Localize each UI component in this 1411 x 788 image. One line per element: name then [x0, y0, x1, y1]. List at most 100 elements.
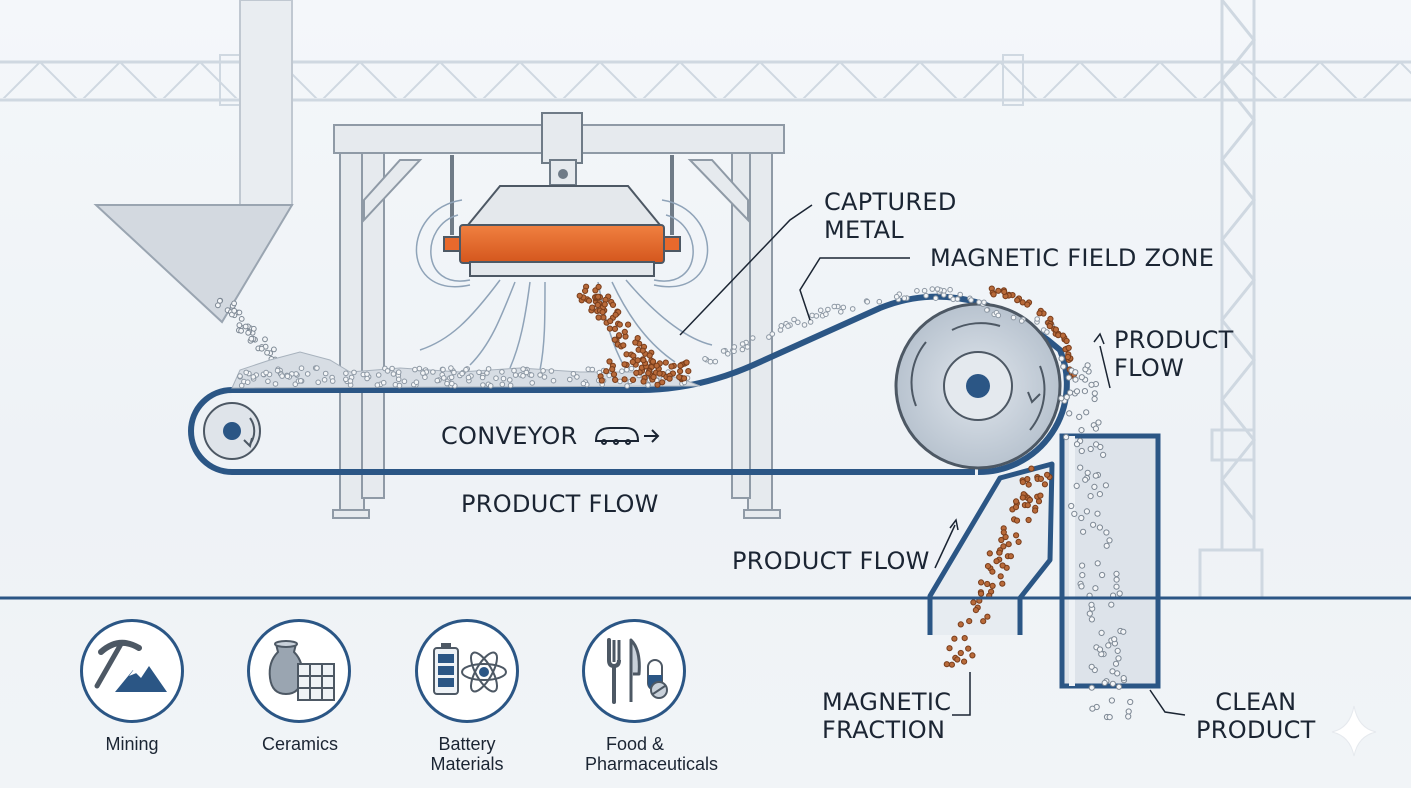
clean-particle: [1073, 441, 1081, 448]
metal-particle: [616, 321, 623, 328]
metal-particle: [1037, 492, 1044, 499]
metal-particle: [650, 373, 657, 381]
bed-particle: [465, 374, 472, 381]
clean-particle: [1120, 675, 1127, 682]
bed-particle: [923, 292, 929, 299]
clean-particle: [1079, 572, 1086, 579]
bed-particle: [449, 380, 455, 387]
metal-particle: [1005, 541, 1012, 548]
bed-particle: [343, 370, 349, 377]
bed-particle: [238, 382, 245, 389]
clean-particle: [1091, 390, 1098, 397]
metal-particle: [1036, 310, 1043, 317]
clean-particle: [1088, 601, 1095, 608]
bed-particle: [968, 297, 974, 303]
metal-particle: [620, 342, 627, 349]
bed-particle: [628, 365, 635, 372]
captured-metal-particles: [576, 283, 1078, 388]
bed-particle: [493, 375, 499, 382]
clean-particle: [1088, 381, 1095, 388]
clean-particle: [1099, 571, 1106, 579]
feed-particle: [250, 325, 257, 332]
bed-particle: [778, 323, 785, 329]
bed-particle: [807, 319, 814, 325]
metal-particle: [993, 558, 1000, 565]
metal-particle: [639, 347, 646, 354]
metal-particle: [1059, 332, 1067, 339]
captured-metal-label: CAPTURED METAL: [824, 188, 957, 244]
bed-particle: [801, 322, 808, 328]
bed-particle: [420, 370, 426, 376]
overband-magnet: [443, 112, 681, 277]
magnetic-fraction-chute: [927, 461, 1055, 635]
metal-particle: [640, 357, 647, 364]
discharge-particles: [943, 355, 1134, 721]
metal-particle: [1046, 323, 1053, 330]
metal-particle: [662, 359, 669, 366]
bed-particle: [954, 296, 961, 302]
clean-particle: [1082, 476, 1089, 483]
metal-particle: [943, 661, 950, 668]
metal-particle: [1019, 494, 1026, 501]
metal-particle: [995, 287, 1002, 294]
metal-particle: [601, 301, 608, 308]
metal-particle: [978, 579, 985, 586]
metal-particle: [595, 293, 602, 300]
clean-particle: [1089, 705, 1096, 712]
bed-particle: [451, 369, 457, 376]
clean-particle: [1096, 646, 1104, 653]
metal-particle: [999, 562, 1006, 569]
metal-particle: [984, 580, 991, 588]
clean-particle: [1083, 508, 1091, 515]
metal-particle: [654, 381, 661, 388]
bed-particle: [744, 344, 751, 350]
clean-particle: [1073, 388, 1081, 395]
clean-particle: [1086, 610, 1093, 617]
clean-particle: [1113, 583, 1120, 590]
bed-particle: [580, 380, 587, 387]
metal-particle: [1025, 481, 1032, 488]
metal-particle: [1025, 516, 1032, 524]
bed-particle: [448, 374, 455, 381]
metal-particle: [1028, 465, 1035, 472]
bed-particle: [511, 367, 517, 374]
bed-particle: [412, 366, 418, 373]
bed-particle: [298, 365, 305, 372]
conveyor-label: CONVEYOR: [441, 422, 578, 450]
metal-particle: [582, 287, 589, 294]
bed-particle: [976, 299, 982, 305]
clean-particle: [1077, 464, 1084, 471]
metal-particle: [1000, 543, 1007, 550]
clean-particle: [1106, 714, 1113, 721]
bed-particle: [1034, 316, 1040, 322]
captured-metal-line-2: METAL: [824, 216, 904, 244]
pickaxe-mountain-icon: [80, 619, 184, 723]
metal-particle: [634, 335, 641, 342]
metal-particle: [656, 370, 663, 377]
metal-particle: [645, 370, 652, 377]
bed-particle: [749, 335, 756, 341]
bed-particle: [500, 375, 507, 382]
bed-particle: [329, 378, 336, 384]
clean-particle: [1081, 388, 1089, 395]
magnetic-fraction-line-2: FRACTION: [822, 716, 946, 744]
bed-particle: [849, 306, 856, 312]
metal-particle: [984, 563, 992, 570]
metal-particle: [1013, 517, 1021, 524]
feed-particle: [231, 307, 238, 314]
clean-particle: [1091, 395, 1098, 403]
product-flow-right-line-2: FLOW: [1114, 354, 1185, 382]
metal-particle: [634, 357, 641, 364]
clean-particle: [1127, 698, 1134, 706]
bed-particle: [984, 307, 990, 313]
bed-particle: [284, 373, 291, 380]
application-label-food-pharmaceuticals: Food & Pharmaceuticals: [585, 734, 719, 774]
bed-particle: [995, 312, 1002, 319]
clean-particle: [1103, 529, 1110, 536]
clean-particle: [1078, 427, 1085, 434]
metal-particle: [621, 376, 628, 383]
bed-particle: [347, 378, 354, 384]
clean-particle: [1108, 697, 1116, 704]
clean-product-line-1: CLEAN: [1215, 688, 1297, 716]
fork-knife-capsule-icon: [582, 619, 686, 723]
